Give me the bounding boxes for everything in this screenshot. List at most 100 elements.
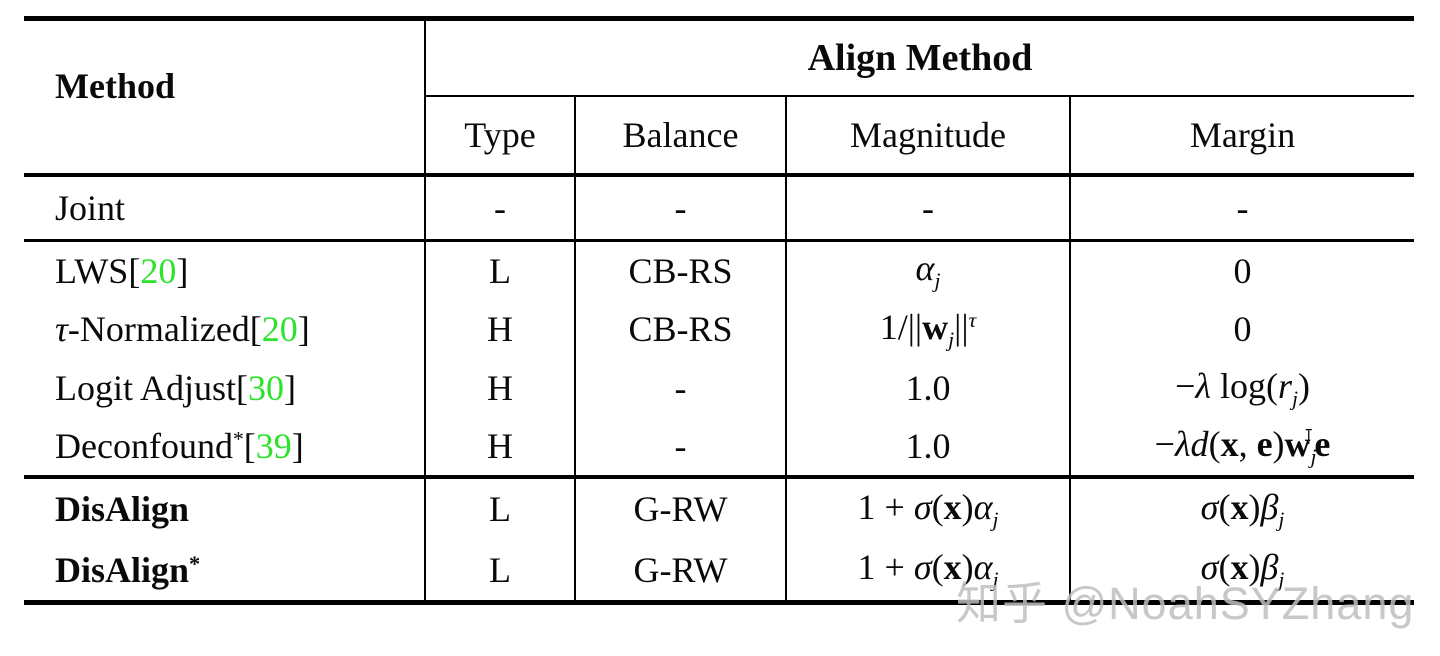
- cell-method: DisAlign: [24, 477, 425, 540]
- math-segment: 1.0: [905, 426, 951, 466]
- header-method: Method: [24, 18, 425, 177]
- cell-balance: CB-RS: [574, 299, 786, 359]
- math-segment: j: [934, 269, 941, 294]
- math-segment: σ: [1200, 547, 1219, 588]
- cell-margin: 0: [1068, 240, 1415, 300]
- cell-balance: -: [574, 417, 786, 479]
- cell-margin: σ(x)βj: [1068, 539, 1415, 603]
- math-segment: 0: [1233, 250, 1252, 291]
- table-row-disalign: DisAlign L G-RW 1 + σ(x)αj σ(x)βj: [24, 476, 1415, 540]
- table-row-disalign-star: DisAlign* L G-RW 1 + σ(x)αj σ(x)βj: [24, 539, 1415, 603]
- math-segment: x: [1230, 547, 1249, 588]
- table-row-tau-normalized: τ-Normalized[20] H CB-RS 1/||wj||τ 0: [24, 299, 1415, 359]
- math-segment: j: [1310, 444, 1317, 469]
- cell-type: H: [424, 417, 575, 479]
- cell-method: DisAlign*: [24, 540, 425, 603]
- cell-type: L: [424, 476, 575, 540]
- math-segment: (: [931, 486, 944, 527]
- cell-balance: G-RW: [574, 539, 786, 603]
- cell-balance: -: [574, 358, 786, 418]
- math-segment: τ: [55, 309, 68, 349]
- header-magnitude: Magnitude: [785, 95, 1070, 177]
- math-segment: σ: [1200, 486, 1219, 527]
- math-segment: 1 +: [857, 486, 914, 527]
- math-segment: DisAlign: [55, 489, 190, 529]
- math-segment: (: [1218, 486, 1231, 527]
- cell-magnitude: 1.0: [785, 417, 1070, 479]
- math-segment: 20: [261, 309, 298, 349]
- math-segment: w: [1284, 423, 1311, 464]
- math-segment: ,: [1238, 423, 1257, 464]
- math-segment: x: [1230, 486, 1249, 527]
- math-segment: (: [1208, 423, 1221, 464]
- math-segment: β: [1260, 547, 1279, 588]
- cell-margin: -: [1068, 174, 1415, 242]
- math-segment: α: [915, 248, 935, 289]
- math-segment: 1 +: [857, 547, 914, 588]
- math-segment: j: [992, 507, 999, 532]
- cell-magnitude: 1.0: [785, 358, 1070, 418]
- math-segment: (: [1218, 547, 1231, 588]
- math-segment: −: [1154, 423, 1175, 464]
- cell-magnitude: 1 + σ(x)αj: [785, 539, 1070, 603]
- math-segment: (: [931, 547, 944, 588]
- cell-margin: −λ log(rj): [1068, 358, 1415, 418]
- table-row-joint: Joint - - - -: [24, 174, 1415, 242]
- math-segment: x: [943, 547, 962, 588]
- cell-magnitude: 1 + σ(x)αj: [785, 476, 1070, 540]
- math-segment: 1.0: [905, 368, 951, 408]
- math-segment: ]: [284, 368, 297, 408]
- math-segment: ]: [291, 426, 304, 466]
- math-segment: [: [243, 426, 256, 466]
- math-segment: r: [1277, 365, 1292, 406]
- cell-type: H: [424, 358, 575, 418]
- cell-magnitude: -: [785, 174, 1070, 242]
- cell-method: τ-Normalized[20]: [24, 300, 425, 359]
- math-segment: ): [1248, 547, 1261, 588]
- math-segment: DisAlign: [55, 549, 190, 590]
- cell-method: Joint: [24, 174, 425, 242]
- math-segment: Deconfound: [55, 426, 233, 466]
- cell-type: -: [424, 174, 575, 242]
- math-segment: ): [1272, 423, 1285, 464]
- cell-balance: CB-RS: [574, 240, 786, 300]
- table-header-row-1: Method Align Method: [24, 18, 1415, 177]
- math-segment: ||: [954, 306, 969, 347]
- table-row-deconfound: Deconfound*[39] H - 1.0 −λd(x, e)wj⊺e: [24, 417, 1415, 479]
- cell-balance: G-RW: [574, 476, 786, 540]
- math-segment: ): [961, 547, 974, 588]
- header-type: Type: [424, 95, 575, 177]
- math-segment: w: [922, 306, 949, 347]
- math-segment: e: [1256, 423, 1273, 464]
- math-segment: 30: [248, 368, 285, 408]
- math-segment: 20: [140, 250, 177, 291]
- math-segment: ): [961, 486, 974, 527]
- cell-margin: σ(x)βj: [1068, 476, 1415, 540]
- math-segment: ]: [176, 250, 189, 291]
- table-row-logit-adjust: Logit Adjust[30] H - 1.0 −λ log(rj): [24, 358, 1415, 418]
- math-segment: σ: [913, 486, 932, 527]
- cell-magnitude: αj: [785, 240, 1070, 300]
- cell-type: L: [424, 240, 575, 300]
- math-segment: λ: [1195, 365, 1211, 406]
- cell-method: Deconfound*[39]: [24, 417, 425, 479]
- math-segment: ⊺: [1303, 424, 1315, 449]
- header-align-method: Align Method: [423, 18, 1415, 97]
- math-segment: σ: [913, 547, 932, 588]
- math-segment: λd: [1174, 423, 1209, 464]
- math-segment: ): [1297, 365, 1310, 406]
- math-segment: -Normalized[: [67, 309, 262, 349]
- cell-type: H: [424, 299, 575, 359]
- math-segment: x: [1220, 423, 1239, 464]
- cell-margin: −λd(x, e)wj⊺e: [1068, 417, 1415, 479]
- math-segment: β: [1260, 486, 1279, 527]
- math-segment: ): [1248, 486, 1261, 527]
- math-segment: log(: [1210, 365, 1278, 406]
- math-segment: j: [992, 568, 999, 593]
- math-segment: Logit Adjust[: [55, 368, 249, 408]
- cell-type: L: [424, 539, 575, 603]
- math-segment: Joint: [55, 187, 126, 228]
- table-row-lws: LWS[20] L CB-RS αj 0: [24, 240, 1415, 300]
- math-segment: 39: [255, 426, 292, 466]
